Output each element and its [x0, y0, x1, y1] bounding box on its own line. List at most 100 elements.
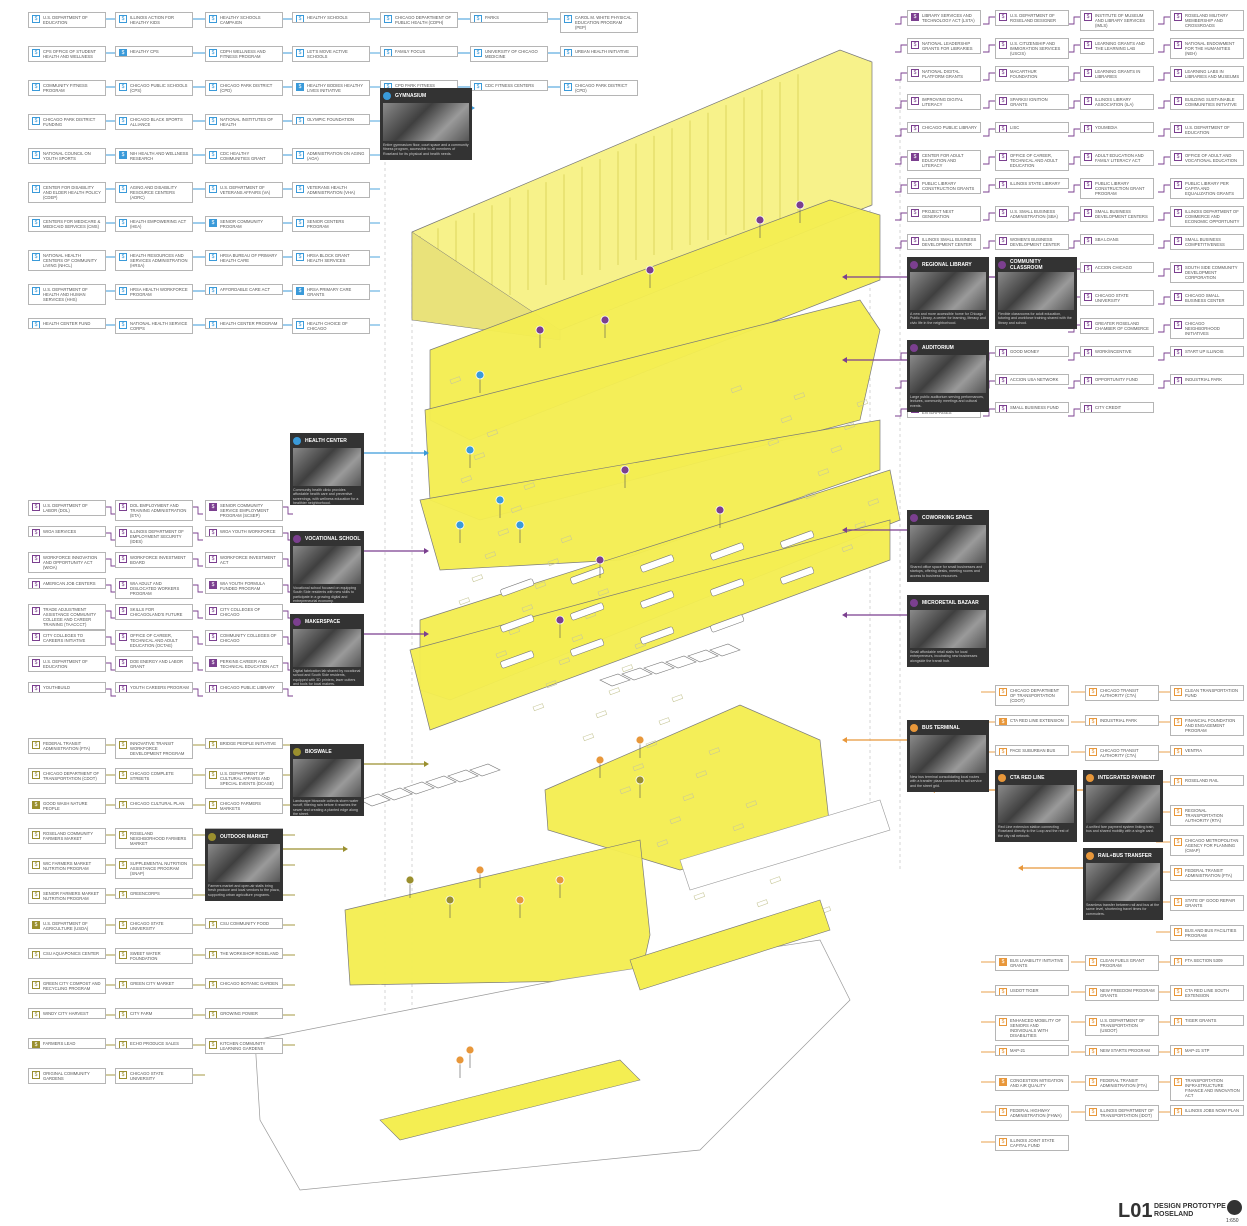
funding-node[interactable]: $CHICAGO STATE UNIVERSITY — [115, 918, 193, 934]
funding-node[interactable]: $ROSELAND RAIL — [1170, 775, 1244, 786]
funding-node[interactable]: $MAP-21 — [995, 1045, 1069, 1056]
funding-node[interactable]: $CHICAGO PUBLIC SCHOOLS (CPS) — [115, 80, 193, 96]
funding-node[interactable]: $DOE ENERGY AND LABOR GRANT — [115, 656, 193, 672]
funding-node[interactable]: $U.S. DEPARTMENT OF LABOR (DOL) — [28, 500, 106, 516]
funding-node[interactable]: $CDC FITNESS CENTERS — [470, 80, 548, 91]
funding-node[interactable]: $AFFORDABLE CARE ACT — [205, 284, 283, 295]
funding-node[interactable]: $HEALTH CENTER PROGRAM — [205, 318, 283, 329]
funding-node[interactable]: $BUILDING SUSTAINABLE COMMUNITIES INITIA… — [1170, 94, 1244, 110]
funding-node[interactable]: $OFFICE OF ADULT AND VOCATIONAL EDUCATIO… — [1170, 150, 1244, 166]
funding-node[interactable]: $INDUSTRIAL PARK — [1085, 715, 1159, 726]
funding-node[interactable]: $NATIONAL HEALTH SERVICE CORPS — [115, 318, 193, 334]
funding-node[interactable]: $KITCHEN COMMUNITY LEARNING GARDENS — [205, 1038, 283, 1054]
funding-node[interactable]: $CITY FARM — [115, 1008, 193, 1019]
funding-node[interactable]: $ORIGINAL COMMUNITY GARDENS — [28, 1068, 106, 1084]
funding-node[interactable]: $CSU COMMUNITY FOOD — [205, 918, 283, 929]
funding-node[interactable]: $U.S. DEPARTMENT OF EDUCATION — [28, 656, 106, 672]
funding-node[interactable]: $CENTERS FOR MEDICARE & MEDICAID SERVICE… — [28, 216, 106, 232]
funding-node[interactable]: $CHICAGO SMALL BUSINESS CENTER — [1170, 290, 1244, 306]
funding-node[interactable]: $TRADE ADJUSTMENT ASSISTANCE COMMUNITY C… — [28, 604, 106, 630]
funding-node[interactable]: $CITY COLLEGES OF CHICAGO — [205, 604, 283, 620]
funding-node[interactable]: $MACARTHUR FOUNDATION — [995, 66, 1069, 82]
funding-node[interactable]: $HRSA BLOCK GRANT HEALTH SERVICES — [292, 250, 370, 266]
funding-node[interactable]: $PERKINS CAREER AND TECHNICAL EDUCATION … — [205, 656, 283, 672]
funding-node[interactable]: $THE WORKSHOP ROSELAND — [205, 948, 283, 959]
funding-node[interactable]: $NATIONAL DIGITAL PLATFORM GRANTS — [907, 66, 981, 82]
funding-node[interactable]: $DOL EMPLOYMENT AND TRAINING ADMINISTRAT… — [115, 500, 193, 521]
funding-node[interactable]: $CDPH WELLNESS AND FITNESS PROGRAM — [205, 46, 283, 62]
funding-node[interactable]: $ADMINISTRATION ON AGING (AOA) — [292, 148, 370, 164]
funding-node[interactable]: $HEALTHY SCHOOLS CAMPAIGN — [205, 12, 283, 28]
funding-node[interactable]: $WORKFORCE INNOVATION AND OPPORTUNITY AC… — [28, 552, 106, 573]
funding-node[interactable]: $LIBRARY SERVICES AND TECHNOLOGY ACT (LS… — [907, 10, 981, 26]
funding-node[interactable]: $YOUTH CAREERS PROGRAM — [115, 682, 193, 693]
funding-node[interactable]: $NATIONAL INSTITUTES OF HEALTH — [205, 114, 283, 130]
funding-node[interactable]: $START UP ILLINOIS — [1170, 346, 1244, 357]
funding-node[interactable]: $ILLINOIS JOINT STATE CAPITAL FUND — [995, 1135, 1069, 1151]
funding-node[interactable]: $SBA LOANS — [1080, 234, 1154, 245]
funding-node[interactable]: $ROSELAND MILITARY MEMBERSHIP AND CROSSR… — [1170, 10, 1244, 31]
funding-node[interactable]: $ENHANCED MOBILITY OF SENIORS AND INDIVI… — [995, 1015, 1069, 1041]
funding-node[interactable]: $CAROL M. WHITE PHYSICAL EDUCATION PROGR… — [560, 12, 638, 33]
funding-node[interactable]: $NATIONAL LEADERSHIP GRANTS FOR LIBRARIE… — [907, 38, 981, 54]
funding-node[interactable]: $ILLINOIS DEPARTMENT OF EMPLOYMENT SECUR… — [115, 526, 193, 547]
funding-node[interactable]: $CHICAGO PUBLIC LIBRARY — [907, 122, 981, 133]
funding-node[interactable]: $WIOA SERVICES — [28, 526, 106, 537]
funding-node[interactable]: $ROSELAND COMMUNITY FARMERS MARKET — [28, 828, 106, 844]
funding-node[interactable]: $HEALTH EMPOWERING ACT (HEA) — [115, 216, 193, 232]
funding-node[interactable]: $ECHO PRODUCE SALES — [115, 1038, 193, 1049]
funding-node[interactable]: $BRIDGE PEOPLE INITIATIVE — [205, 738, 283, 749]
funding-node[interactable]: $WINDY CITY HARVEST — [28, 1008, 106, 1019]
funding-node[interactable]: $SOUTH SIDE COMMUNITY DEVELOPMENT CORPOR… — [1170, 262, 1244, 283]
funding-node[interactable]: $WORKFORCE INVESTMENT ACT — [205, 552, 283, 568]
funding-node[interactable]: $CHICAGO BOTANIC GARDEN — [205, 978, 283, 989]
funding-node[interactable]: $SENIOR COMMUNITY SERVICE EMPLOYMENT PRO… — [205, 500, 283, 521]
funding-node[interactable]: $VETERANS HEALTH ADMINISTRATION (VHA) — [292, 182, 370, 198]
funding-node[interactable]: $CITY CREDIT — [1080, 402, 1154, 413]
funding-node[interactable]: $CHICAGO TRANSIT AUTHORITY (CTA) — [1085, 685, 1159, 701]
funding-node[interactable]: $CHICAGO CULTURAL PLAN — [115, 798, 193, 809]
funding-node[interactable]: $TIGER GRANTS — [1170, 1015, 1244, 1026]
funding-node[interactable]: $OPPORTUNITY FUND — [1080, 374, 1154, 385]
funding-node[interactable]: $ROSELAND NEIGHBORHOOD FARMERS MARKET — [115, 828, 193, 849]
funding-node[interactable]: $CHICAGO STATE UNIVERSITY — [115, 1068, 193, 1084]
funding-node[interactable]: $FEDERAL HIGHWAY ADMINISTRATION (FHWA) — [995, 1105, 1069, 1121]
funding-node[interactable]: $GREEN CITY MARKET — [115, 978, 193, 989]
funding-node[interactable]: $OFFICE OF CAREER, TECHNICAL AND ADULT E… — [995, 150, 1069, 171]
funding-node[interactable]: $TRANSPORTATION INFRASTRUCTURE FINANCE A… — [1170, 1075, 1244, 1101]
funding-node[interactable]: $NATIONAL ENDOWMENT FOR THE HUMANITIES (… — [1170, 38, 1244, 59]
funding-node[interactable]: $U.S. SMALL BUSINESS ADMINISTRATION (SBA… — [995, 206, 1069, 222]
funding-node[interactable]: $U.S. DEPARTMENT OF TRANSPORTATION (USDO… — [1085, 1015, 1159, 1036]
funding-node[interactable]: $SMALL BUSINESS COMPETITIVENESS — [1170, 234, 1244, 250]
funding-node[interactable]: $CHICAGO METROPOLITAN AGENCY FOR PLANNIN… — [1170, 835, 1244, 856]
funding-node[interactable]: $USDOT TIGER — [995, 985, 1069, 996]
funding-node[interactable]: $INNOVATIVE TRANSIT WORKFORCE DEVELOPMEN… — [115, 738, 193, 759]
funding-node[interactable]: $INDUSTRIAL PARK — [1170, 374, 1244, 385]
funding-node[interactable]: $U.S. DEPARTMENT OF VETERANS AFFAIRS (VA… — [205, 182, 283, 198]
funding-node[interactable]: $CHICAGO TRANSIT AUTHORITY (CTA) — [1085, 745, 1159, 761]
funding-node[interactable]: $LEARNING LABS IN LIBRARIES AND MUSEUMS — [1170, 66, 1244, 82]
funding-node[interactable]: $CHICAGO PARK DISTRICT (CPD) — [560, 80, 638, 96]
funding-node[interactable]: $FTA SECTION 5309 — [1170, 955, 1244, 966]
funding-node[interactable]: $COMMUNITY FITNESS PROGRAM — [28, 80, 106, 96]
funding-node[interactable]: $WORKFORCE INVESTMENT BOARD — [115, 552, 193, 568]
funding-node[interactable]: $CTA RED LINE SOUTH EXTENSION — [1170, 985, 1244, 1001]
funding-node[interactable]: $WOMEN'S BUSINESS DEVELOPMENT CENTER — [995, 234, 1069, 250]
funding-node[interactable]: $FEDERAL TRANSIT ADMINISTRATION (FTA) — [28, 738, 106, 754]
funding-node[interactable]: $AMERICAN JOB CENTERS — [28, 578, 106, 589]
funding-node[interactable]: $ILLINOIS DEPARTMENT OF TRANSPORTATION (… — [1085, 1105, 1159, 1121]
funding-node[interactable]: $VENTRA — [1170, 745, 1244, 756]
funding-node[interactable]: $HEALTH CHOICE OF CHICAGO — [292, 318, 370, 334]
funding-node[interactable]: $PROJECT NEXT GENERATION — [907, 206, 981, 222]
funding-node[interactable]: $LEARNING GRANTS IN LIBRARIES — [1080, 66, 1154, 82]
